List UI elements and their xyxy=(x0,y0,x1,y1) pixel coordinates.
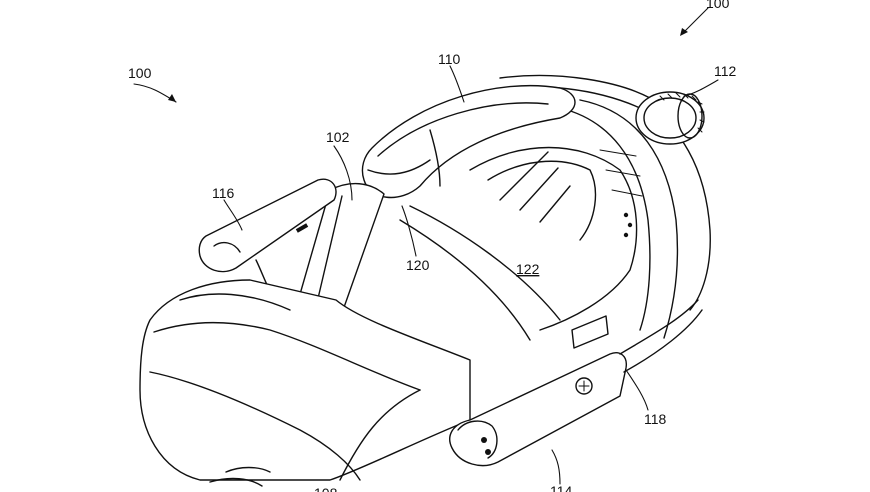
left-arm xyxy=(198,178,337,303)
leader-lines xyxy=(133,7,719,485)
label-120: 120 xyxy=(406,257,430,273)
label-122: 122 xyxy=(516,261,540,277)
reference-labels: 100 100 110 112 102 116 120 122 118 114 … xyxy=(128,0,737,492)
adjustment-dial xyxy=(635,91,705,145)
right-arm xyxy=(449,299,703,467)
label-108: 108 xyxy=(314,485,338,492)
label-116: 116 xyxy=(212,185,235,201)
interior-shell xyxy=(399,146,638,341)
visor-body xyxy=(139,279,471,487)
label-112: 112 xyxy=(714,63,737,79)
label-110: 110 xyxy=(438,51,461,67)
label-114: 114 xyxy=(550,483,573,492)
label-100-top: 100 xyxy=(706,0,730,11)
label-102: 102 xyxy=(326,129,350,145)
label-118: 118 xyxy=(644,411,667,427)
top-strap xyxy=(361,84,576,199)
label-100-left: 100 xyxy=(128,65,152,81)
